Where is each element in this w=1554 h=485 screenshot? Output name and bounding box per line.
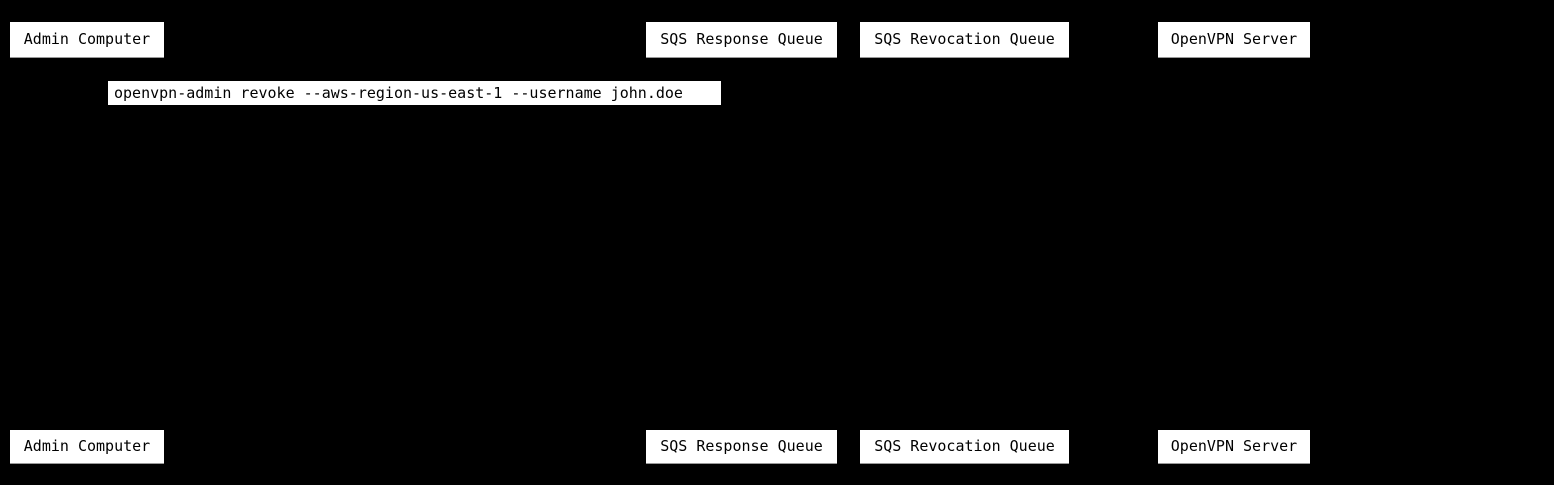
actor-sqs-response-queue-bottom: SQS Response Queue — [646, 430, 837, 463]
actor-sqs-revocation-queue-bottom: SQS Revocation Queue — [860, 430, 1069, 463]
actor-admin-computer-bottom: Admin Computer — [10, 430, 164, 463]
actor-sqs-revocation-queue-top: SQS Revocation Queue — [860, 22, 1069, 57]
actor-openvpn-server-bottom: OpenVPN Server — [1158, 430, 1310, 463]
actor-admin-computer-top: Admin Computer — [10, 22, 164, 57]
actor-sqs-response-queue-top: SQS Response Queue — [646, 22, 837, 57]
message-label-revoke-command: openvpn-admin revoke --aws-region-us-eas… — [108, 81, 721, 105]
actor-openvpn-server-top: OpenVPN Server — [1158, 22, 1310, 57]
